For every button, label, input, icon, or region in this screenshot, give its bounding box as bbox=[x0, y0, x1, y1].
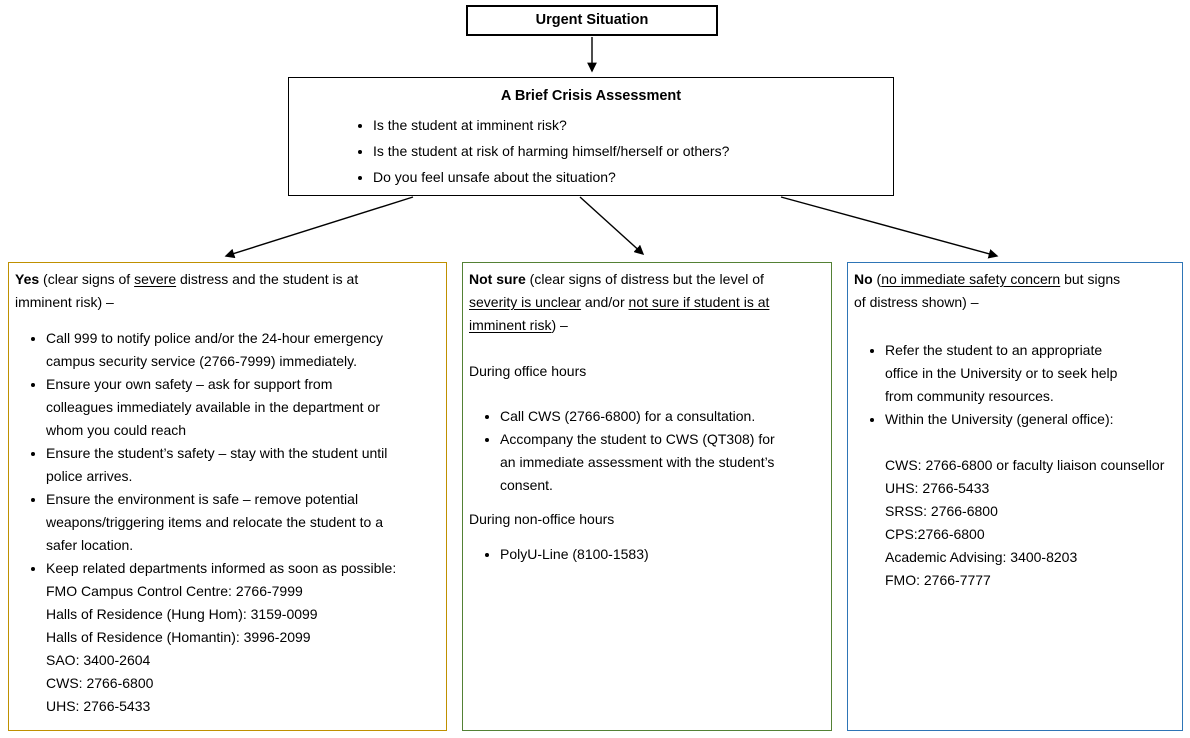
bullet-item: Accompany the student to CWS (QT308) for… bbox=[500, 428, 823, 497]
detail-line: Academic Advising: 3400-8203 bbox=[885, 549, 1078, 565]
detail-line: CWS: 2766-6800 or faculty liaison counse… bbox=[885, 457, 1165, 473]
text-run: Not sure bbox=[469, 271, 526, 287]
detail-line: CPS:2766-6800 bbox=[885, 526, 985, 542]
section-heading: During non-office hours bbox=[469, 508, 823, 531]
text-run: colleagues immediately available in the … bbox=[46, 399, 380, 415]
detail-line: CWS: 2766-6800 bbox=[46, 675, 154, 691]
bullet-list: Call 999 to notify police and/or the 24-… bbox=[15, 327, 438, 718]
text-run: from community resources. bbox=[885, 388, 1054, 404]
text-run: Call 999 to notify police and/or the 24-… bbox=[46, 330, 383, 346]
bullet-item: Call CWS (2766-6800) for a consultation. bbox=[500, 405, 823, 428]
detail-line: FMO: 2766-7777 bbox=[885, 572, 991, 588]
text-run: (clear signs of bbox=[39, 271, 135, 287]
text-run: police arrives. bbox=[46, 468, 133, 484]
bullet-item: Call 999 to notify police and/or the 24-… bbox=[46, 327, 438, 373]
text-run: severity is unclear bbox=[469, 294, 582, 310]
text-run: consent. bbox=[500, 477, 553, 493]
text-run: whom you could reach bbox=[46, 422, 187, 438]
detail-line: SRSS: 2766-6800 bbox=[885, 503, 998, 519]
assessment-bullet: Do you feel unsafe about the situation? bbox=[373, 166, 893, 189]
bullet-item: Ensure the environment is safe – remove … bbox=[46, 488, 438, 557]
branch-no: No (no immediate safety concern but sign… bbox=[847, 262, 1183, 731]
text-run: Keep related departments informed as soo… bbox=[46, 560, 397, 576]
text-run: (clear signs of distress but the level o… bbox=[525, 271, 764, 287]
assessment-node: A Brief Crisis Assessment Is the student… bbox=[288, 77, 894, 196]
bullet-item: Ensure the student’s safety – stay with … bbox=[46, 442, 438, 488]
branch-yes: Yes (clear signs of severe distress and … bbox=[8, 262, 447, 731]
branch-intro: Yes (clear signs of severe distress and … bbox=[15, 268, 438, 314]
bullet-list: Refer the student to an appropriate offic… bbox=[854, 339, 1172, 592]
text-run: Ensure the student’s safety – stay with … bbox=[46, 445, 388, 461]
assessment-bullet: Is the student at risk of harming himsel… bbox=[373, 140, 893, 163]
bullet-item: PolyU-Line (8100-1583) bbox=[500, 543, 823, 566]
detail-lines: CWS: 2766-6800 or faculty liaison counse… bbox=[885, 454, 1172, 592]
text-run: Ensure the environment is safe – remove … bbox=[46, 491, 359, 507]
bullet-list: Call CWS (2766-6800) for a consultation.… bbox=[469, 405, 823, 497]
detail-line: UHS: 2766-5433 bbox=[885, 480, 990, 496]
assessment-title: A Brief Crisis Assessment bbox=[500, 88, 682, 104]
detail-line: Halls of Residence (Homantin): 3996-2099 bbox=[46, 629, 311, 645]
urgent-situation-title: Urgent Situation bbox=[535, 12, 649, 28]
text-run: During non-office hours bbox=[469, 511, 615, 527]
text-run: PolyU-Line (8100-1583) bbox=[500, 546, 649, 562]
text-run: an immediate assessment with the student… bbox=[500, 454, 775, 470]
text-run: Call CWS (2766-6800) for a consultation. bbox=[500, 408, 756, 424]
bullet-item: Keep related departments informed as soo… bbox=[46, 557, 438, 718]
detail-line: UHS: 2766-5433 bbox=[46, 698, 151, 714]
text-run: of distress shown) – bbox=[854, 294, 979, 310]
text-run: No bbox=[854, 271, 873, 287]
text-run: severe bbox=[134, 271, 177, 287]
detail-line: FMO Campus Control Centre: 2766-7999 bbox=[46, 583, 303, 599]
arrow-assessment-to-yes bbox=[224, 196, 414, 259]
text-run: imminent risk bbox=[469, 317, 552, 333]
text-run: campus security service (2766-7999) imme… bbox=[46, 353, 357, 369]
text-run: Accompany the student to CWS (QT308) for bbox=[500, 431, 775, 447]
bullet-item: Ensure your own safety – ask for support… bbox=[46, 373, 438, 442]
text-run: weapons/triggering items and relocate th… bbox=[46, 514, 383, 530]
text-run: no immediate safety concern bbox=[881, 271, 1061, 287]
text-run: ) – bbox=[551, 317, 568, 333]
text-run: ( bbox=[872, 271, 882, 287]
branch-not-sure: Not sure (clear signs of distress but th… bbox=[462, 262, 832, 731]
arrow-assessment-to-notsure bbox=[579, 196, 645, 255]
text-run: Ensure your own safety – ask for support… bbox=[46, 376, 333, 392]
detail-line: Halls of Residence (Hung Hom): 3159-0099 bbox=[46, 606, 318, 622]
text-run: but signs bbox=[1060, 271, 1121, 287]
bullet-list: PolyU-Line (8100-1583) bbox=[469, 543, 823, 566]
text-run: imminent risk) – bbox=[15, 294, 114, 310]
text-run: Within the University (general office): bbox=[885, 411, 1114, 427]
branch-intro: No (no immediate safety concern but sign… bbox=[854, 268, 1172, 314]
assessment-bullet: Is the student at imminent risk? bbox=[373, 114, 893, 137]
text-run: safer location. bbox=[46, 537, 134, 553]
text-run: not sure if student is at bbox=[628, 294, 770, 310]
text-run: During office hours bbox=[469, 363, 587, 379]
branch-intro: Not sure (clear signs of distress but th… bbox=[469, 268, 823, 337]
text-run: distress and the student is at bbox=[176, 271, 359, 287]
section-heading: During office hours bbox=[469, 360, 823, 383]
text-run: Refer the student to an appropriate bbox=[885, 342, 1103, 358]
arrow-assessment-to-no bbox=[780, 196, 999, 259]
bullet-item: Refer the student to an appropriate offic… bbox=[885, 339, 1172, 408]
text-run: office in the University or to seek help bbox=[885, 365, 1118, 381]
assessment-bullet-list: Is the student at imminent risk? Is the … bbox=[289, 114, 893, 189]
detail-line: SAO: 3400-2604 bbox=[46, 652, 151, 668]
text-run: and/or bbox=[581, 294, 629, 310]
text-run: Yes bbox=[15, 271, 40, 287]
bullet-item: Within the University (general office): C… bbox=[885, 408, 1172, 592]
urgent-situation-node: Urgent Situation bbox=[466, 5, 718, 36]
